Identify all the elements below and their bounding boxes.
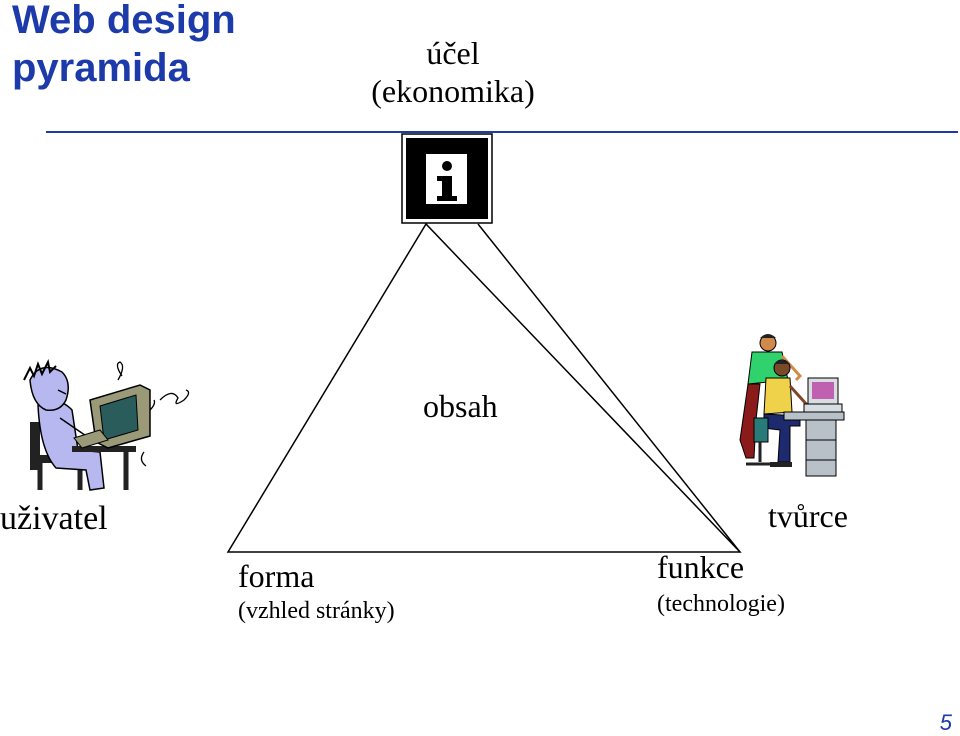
apex-label: účel (ekonomika): [0, 34, 906, 110]
left-corner-sublabel: (vzhled stránky): [238, 598, 395, 624]
creator-label: tvůrce: [768, 498, 848, 534]
title-line-1: Web design: [12, 0, 236, 42]
page-title: Web design pyramida: [12, 0, 236, 92]
center-label: obsah: [423, 388, 498, 424]
apex-label-main: účel: [426, 35, 480, 71]
user-at-computer-illustration: [23, 358, 190, 491]
right-corner-label: funkce: [657, 549, 745, 585]
page-number: 5: [939, 710, 952, 735]
info-icon: [401, 133, 493, 224]
user-label: uživatel: [0, 500, 108, 537]
left-corner-label: forma: [238, 558, 315, 594]
right-corner-sublabel: (technologie): [657, 591, 785, 617]
creators-at-workstation-illustration: [739, 334, 845, 477]
pyramid-triangle: [226, 222, 742, 553]
header-divider: [46, 131, 958, 133]
apex-label-sub: (ekonomika): [371, 73, 535, 109]
title-line-2: pyramida: [12, 46, 190, 90]
